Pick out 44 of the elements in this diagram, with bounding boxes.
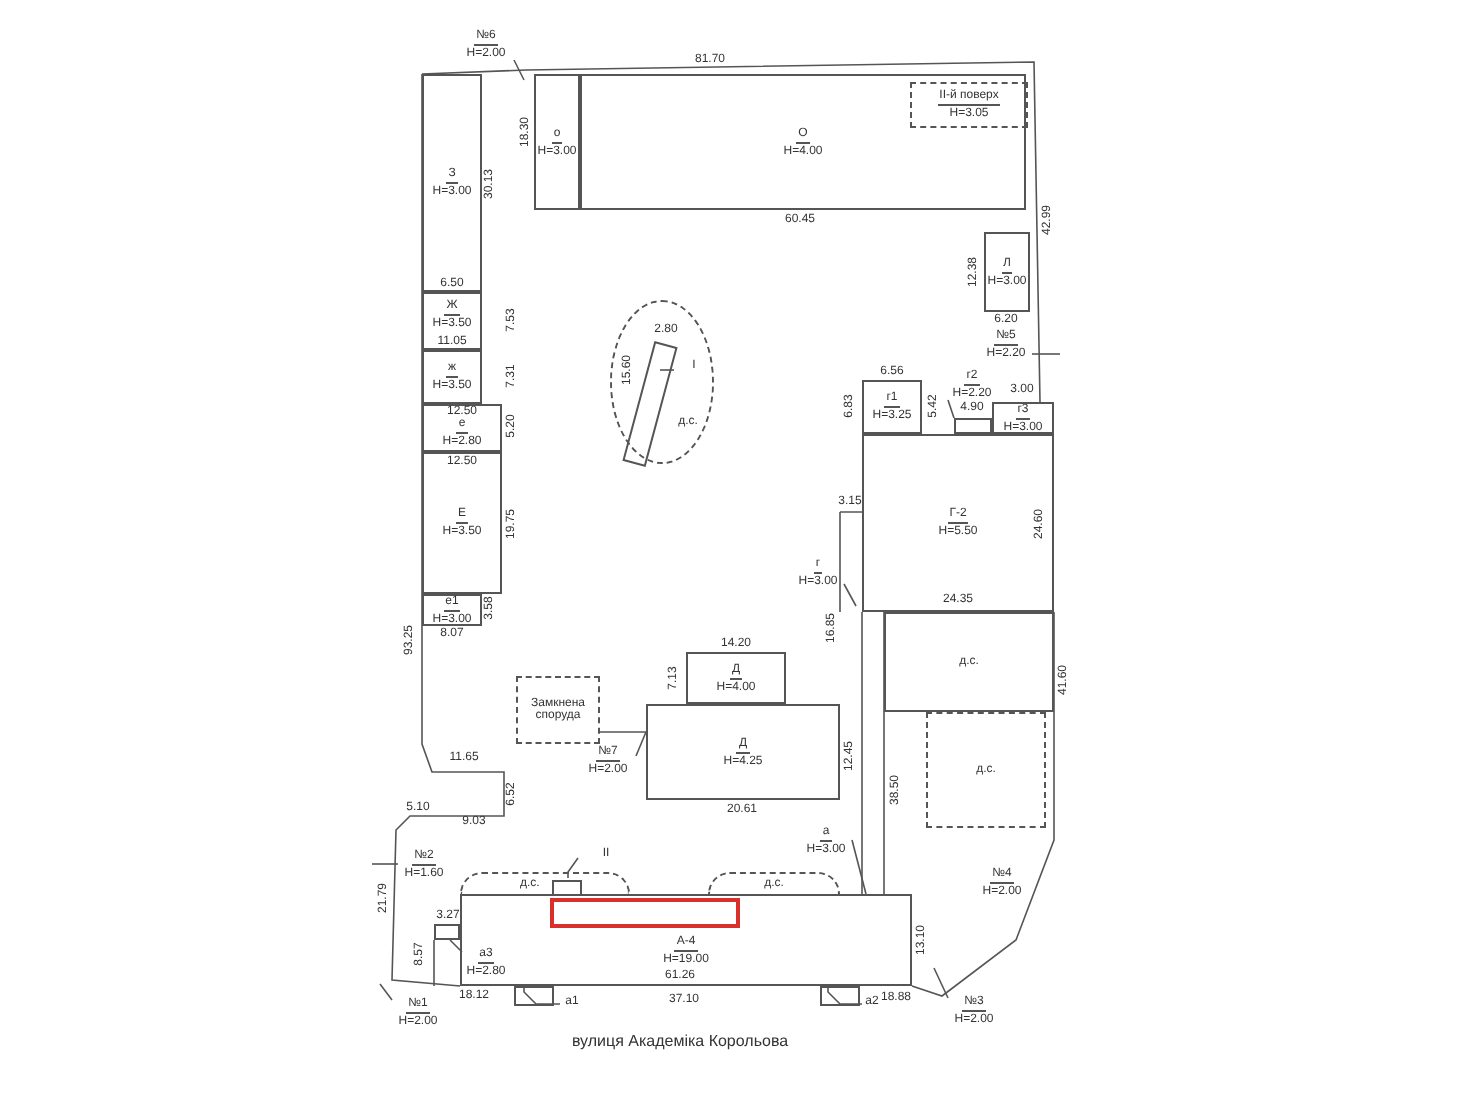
leader-line [371,863,399,865]
leader-line [635,731,647,757]
street-name: вулиця Академіка Корольова [571,1034,789,1050]
outline-box [622,341,678,467]
building-outline [534,74,580,210]
building-outline [422,404,502,452]
leader-line [449,939,463,953]
leader-line [567,857,579,879]
dashed-outline [910,82,1028,128]
outline-box [552,880,582,896]
building-outline [862,434,1054,612]
building-outline [422,74,482,292]
leader-line [947,399,955,419]
building-outline [862,380,922,434]
outline-box [820,986,860,1006]
building-outline [422,594,482,626]
leader-line [523,985,561,1005]
leader-line [933,967,949,999]
dashed-arc [708,872,840,894]
leader-line [827,985,863,1005]
building-outline [992,402,1054,434]
outline-box [514,986,554,1006]
dashed-oval [610,300,714,464]
building-outline [984,232,1030,312]
building-outline [422,350,482,404]
leader-line [379,983,393,1001]
dashed-outline [516,676,600,744]
leader-line [1031,353,1061,355]
building-outline [646,704,840,800]
outline-box [550,898,740,928]
building-outline [580,74,1026,210]
building-outline [460,894,912,986]
leader-line [659,369,675,371]
building-outline [422,292,482,350]
building-outline [884,612,1054,712]
dashed-arc [460,872,630,894]
dashed-outline [926,712,1046,828]
outline-box [434,924,460,940]
leader-line [851,839,867,895]
leader-line [843,583,857,607]
building-outline [422,452,502,594]
outline-box [954,418,992,434]
leader-line [513,59,525,81]
building-outline [686,652,786,704]
